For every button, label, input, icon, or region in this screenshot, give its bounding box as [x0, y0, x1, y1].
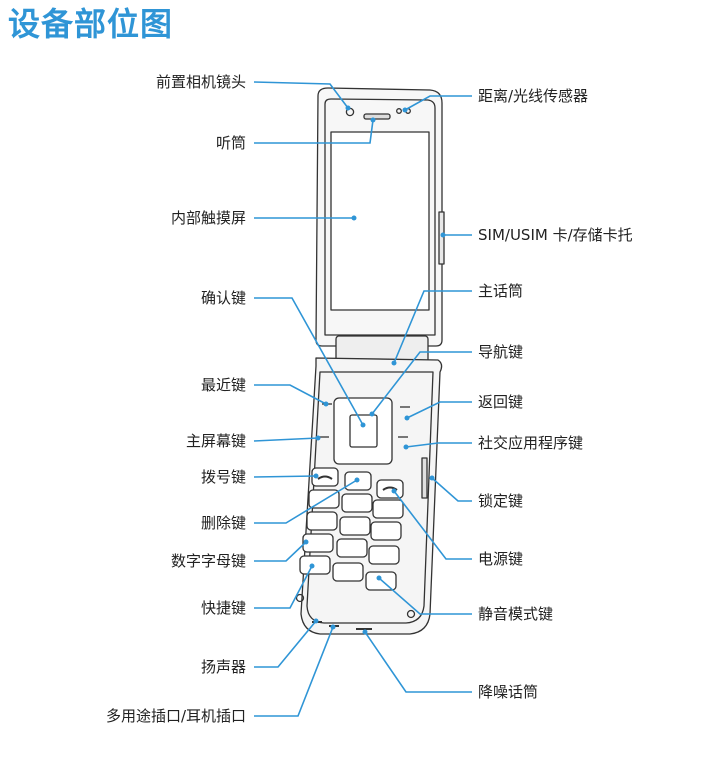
- body-inner: [306, 371, 434, 624]
- label-multipurpose-jack: 多用途插口/耳机插口: [105, 707, 246, 725]
- label-main-microphone: 主话筒: [478, 282, 524, 300]
- label-alphanumeric-keys: 数字字母键: [170, 552, 246, 570]
- sim-tray-slot: [438, 211, 445, 265]
- label-social-apps-key: 社交应用程序键: [478, 434, 584, 452]
- label-shortcut-key: 快捷键: [200, 599, 246, 617]
- leader-dots: [303, 105, 446, 635]
- earpiece-grille: [363, 113, 391, 120]
- label-silent-mode-key: 静音模式键: [478, 605, 554, 623]
- label-navigation-key: 导航键: [478, 343, 524, 361]
- label-delete-key: 删除键: [200, 514, 246, 532]
- leader-lines: [253, 81, 472, 717]
- label-noise-cancel-mic: 降噪话筒: [478, 683, 539, 701]
- label-earpiece: 听筒: [215, 134, 246, 152]
- label-proximity-light-sensor: 距离/光线传感器: [478, 87, 589, 105]
- lid-inner-bezel: [324, 98, 436, 336]
- phone-illustration: [295, 87, 445, 635]
- label-front-camera: 前置相机镜头: [155, 73, 246, 91]
- label-back-key: 返回键: [478, 393, 524, 411]
- page-title: 设备部位图: [8, 5, 174, 43]
- ok-key-center: [349, 414, 378, 448]
- label-recent-key: 最近键: [200, 376, 246, 394]
- label-home-key: 主屏幕键: [185, 432, 246, 450]
- power-key: [376, 479, 404, 499]
- label-call-key: 拨号键: [200, 468, 246, 486]
- label-power-key: 电源键: [478, 550, 524, 568]
- inner-touchscreen: [330, 131, 430, 311]
- label-inner-touchscreen: 内部触摸屏: [170, 209, 246, 227]
- label-sim-card-tray: SIM/USIM 卡/存储卡托: [478, 226, 633, 244]
- alphanumeric-keys: [299, 489, 404, 591]
- label-ok-key: 确认键: [200, 289, 246, 307]
- label-speaker: 扬声器: [200, 658, 246, 676]
- sensor-dot-1: [396, 108, 402, 114]
- lock-key-shape: [421, 457, 428, 499]
- label-lock-key: 锁定键: [478, 492, 524, 510]
